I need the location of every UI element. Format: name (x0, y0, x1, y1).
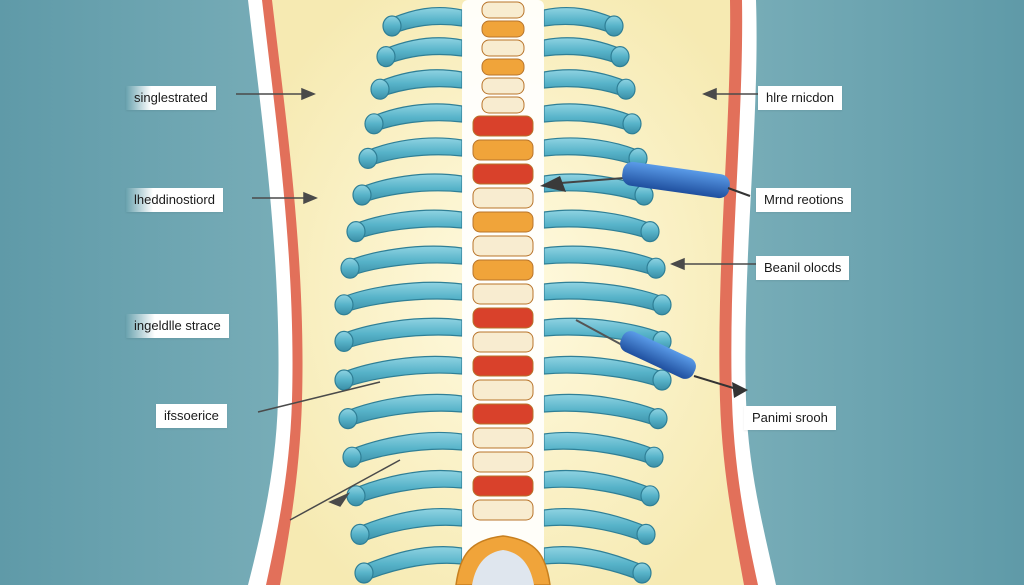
disc (472, 211, 534, 233)
rib-end (358, 147, 378, 169)
needle-lower (575, 319, 748, 398)
rib-end (346, 221, 366, 243)
label-left-3: ingeldlle strace (126, 314, 229, 338)
rib-end (340, 257, 360, 279)
disc (472, 475, 534, 497)
label-right-4: Panimi srooh (744, 406, 836, 430)
rib-end (370, 78, 390, 100)
rib-end (352, 184, 372, 206)
label-right-1: hlre rnicdon (758, 86, 842, 110)
label-left-4: ifssoerice (156, 404, 227, 428)
rib-end (636, 523, 656, 546)
rib-end (334, 369, 354, 391)
vertebral-discs (472, 1, 534, 521)
rib-end (604, 15, 624, 37)
rib-end (342, 446, 362, 468)
rib-end (646, 257, 666, 279)
disc (472, 115, 534, 137)
rib-end (364, 113, 384, 135)
rib-end (334, 330, 354, 352)
pointer-lines (236, 87, 758, 521)
disc (481, 20, 525, 38)
disc (481, 58, 525, 76)
needle-upper (540, 161, 751, 199)
rib-end (346, 485, 366, 507)
disc (481, 39, 525, 57)
rib-end (338, 408, 358, 430)
label-right-3: Beanil olocds (756, 256, 850, 280)
rib-end (376, 45, 396, 68)
rib-end (616, 78, 636, 100)
disc (472, 331, 534, 353)
rib-end (652, 369, 672, 391)
rib-end (640, 485, 660, 507)
disc (472, 139, 534, 161)
label-left-2: lheddinostiord (126, 188, 223, 212)
disc (472, 355, 534, 377)
rib-end (334, 294, 354, 316)
disc (472, 163, 534, 185)
rib-end (652, 294, 672, 316)
rib-end (632, 562, 652, 584)
label-right-2: Mrnd reotions (756, 188, 852, 212)
disc (472, 283, 534, 305)
disc (472, 307, 534, 329)
rib-end (622, 113, 642, 135)
disc (481, 96, 525, 114)
disc (472, 499, 534, 521)
rib-end (350, 523, 370, 546)
disc (472, 451, 534, 473)
label-left-1: singlestrated (126, 86, 216, 110)
spinal-column (455, 0, 551, 585)
disc (472, 379, 534, 401)
disc (481, 1, 525, 19)
rib-end (648, 408, 668, 430)
rib-end (354, 562, 374, 584)
disc (472, 259, 534, 281)
disc (481, 77, 525, 95)
disc (472, 235, 534, 257)
disc (472, 427, 534, 449)
disc (472, 187, 534, 209)
ribs (334, 7, 672, 584)
rib-end (610, 45, 630, 68)
rib-end (640, 221, 660, 243)
disc (472, 403, 534, 425)
rib-end (644, 446, 664, 468)
rib-end (382, 15, 402, 37)
